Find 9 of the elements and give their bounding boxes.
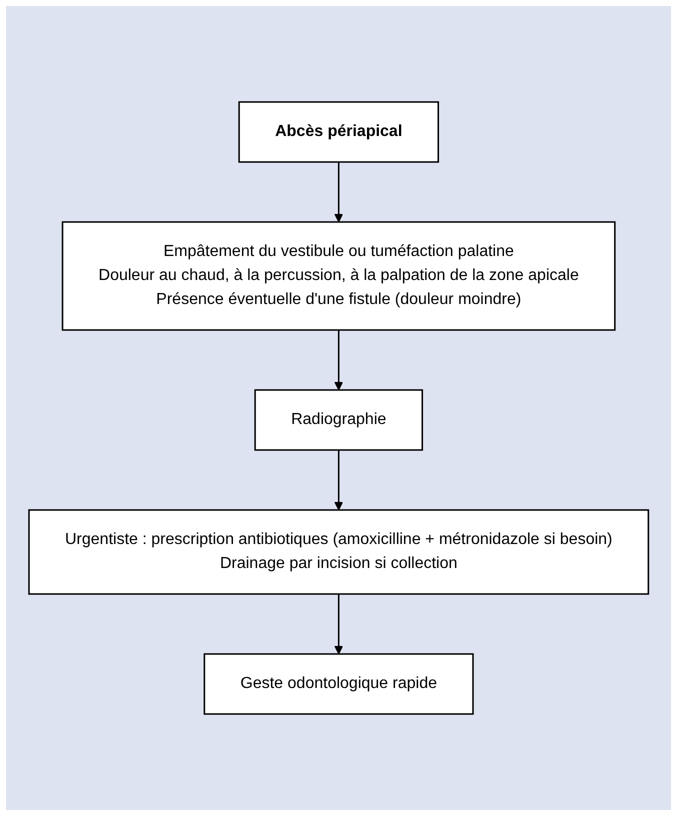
- arrow: [334, 594, 343, 654]
- arrow: [334, 330, 343, 390]
- arrow: [334, 450, 343, 510]
- node-box: Geste odontologique rapide: [203, 653, 474, 715]
- arrow: [334, 162, 343, 222]
- node-box: Abcès périapical: [238, 101, 439, 163]
- node-box: Radiographie: [254, 389, 423, 451]
- node-box: Empâtement du vestibule ou tuméfaction palatine Douleur au chaud, à la percussion, à la palpation de la zone apicale Présence éventuelle d'une fistule (douleur moindre): [62, 221, 616, 331]
- node-box: Urgentiste : prescription antibiotiques (amoxicilline + métronidazole si besoin) Drainage par incision si collection: [28, 509, 649, 595]
